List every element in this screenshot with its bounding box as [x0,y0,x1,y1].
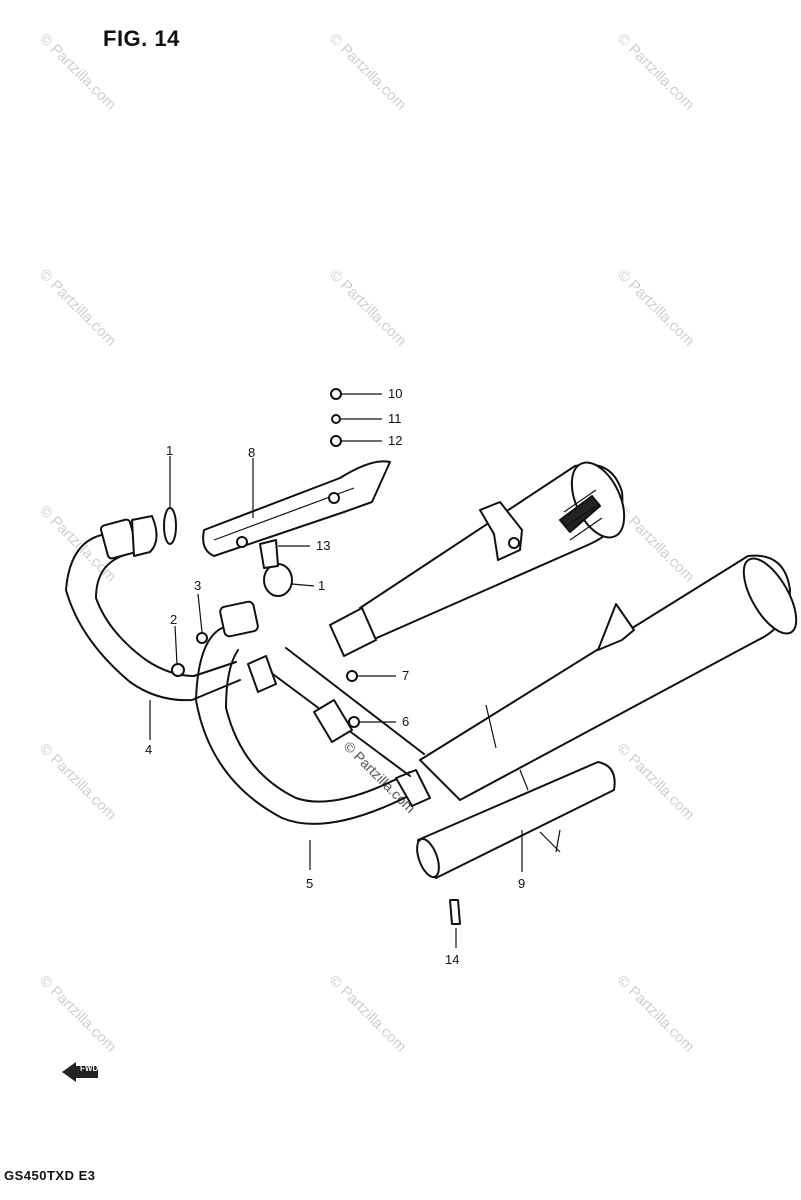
heat-shield-9 [416,761,616,879]
upper-muffler [329,461,626,657]
bracket-13 [259,539,279,569]
callout-7: 7 [402,668,410,683]
front-arrow-icon [62,1062,98,1082]
pipe-cover-8 [202,460,391,557]
washer-11 [331,414,341,424]
front-arrow-label: FWD [80,1064,99,1073]
bolt-7 [346,670,358,682]
exhaust-pipe-4 [65,515,241,702]
figure-title: FIG. 14 [103,26,180,51]
washer-3 [196,632,208,644]
callout-12: 12 [388,433,403,448]
callout-4: 4 [145,742,153,757]
leader-lines [149,393,523,948]
bolt-10 [330,388,342,400]
callout-2: 2 [170,612,178,627]
model-code: GS450TXD E3 [4,1168,96,1183]
bolt-14 [449,899,461,925]
callout-10: 10 [388,386,403,401]
callout-1b: 1 [318,578,326,593]
callout-1a: 1 [166,443,174,458]
exhaust-pipe-5 [195,600,431,825]
clamp-1b [263,563,293,597]
lower-muffler [419,554,798,801]
callout-8: 8 [248,445,256,460]
callout-3: 3 [194,578,202,593]
callout-14: 14 [445,952,460,967]
washer-12 [330,435,342,447]
callout-9: 9 [518,876,526,891]
callout-5: 5 [306,876,314,891]
callout-6: 6 [402,714,410,729]
callout-11: 11 [388,411,402,426]
callout-13: 13 [316,538,331,553]
small-hardware [163,388,461,925]
clamp-6 [348,716,360,728]
nut-2 [171,663,185,677]
gasket-1a [163,507,177,545]
